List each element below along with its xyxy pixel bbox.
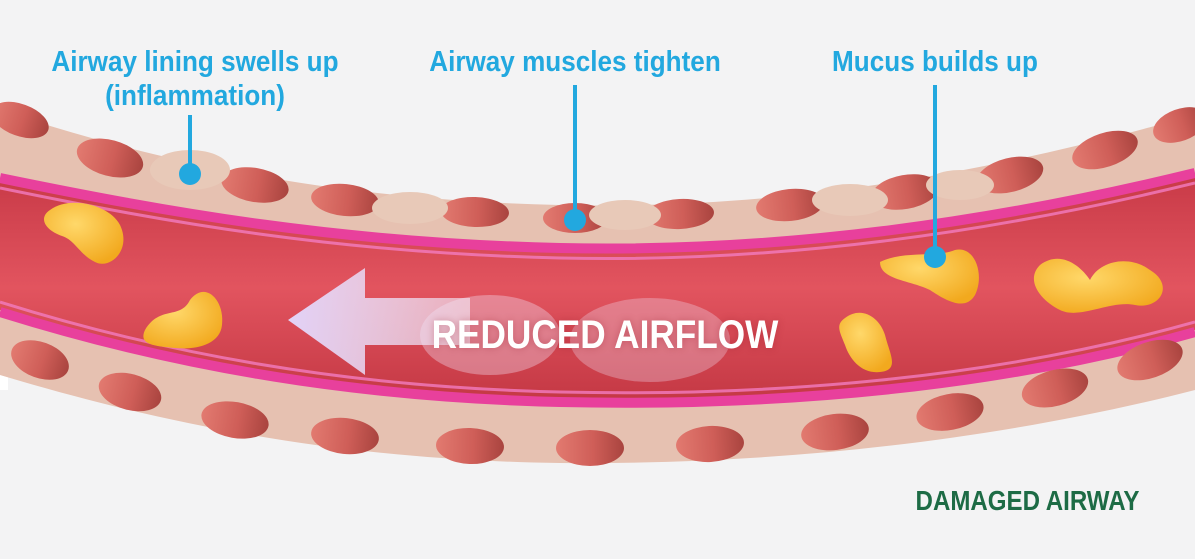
label-muscles-tighten: Airway muscles tighten: [418, 45, 733, 79]
label-lining-swells-line1: Airway lining swells up: [38, 45, 353, 79]
damaged-airway-title: DAMAGED AIRWAY: [901, 485, 1155, 517]
reduced-airflow-label: REDUCED AIRFLOW: [425, 312, 786, 358]
label-lining-swells: Airway lining swells up (inflammation): [38, 45, 353, 113]
label-lining-swells-line2: (inflammation): [38, 79, 353, 113]
label-mucus-builds: Mucus builds up: [814, 45, 1057, 79]
